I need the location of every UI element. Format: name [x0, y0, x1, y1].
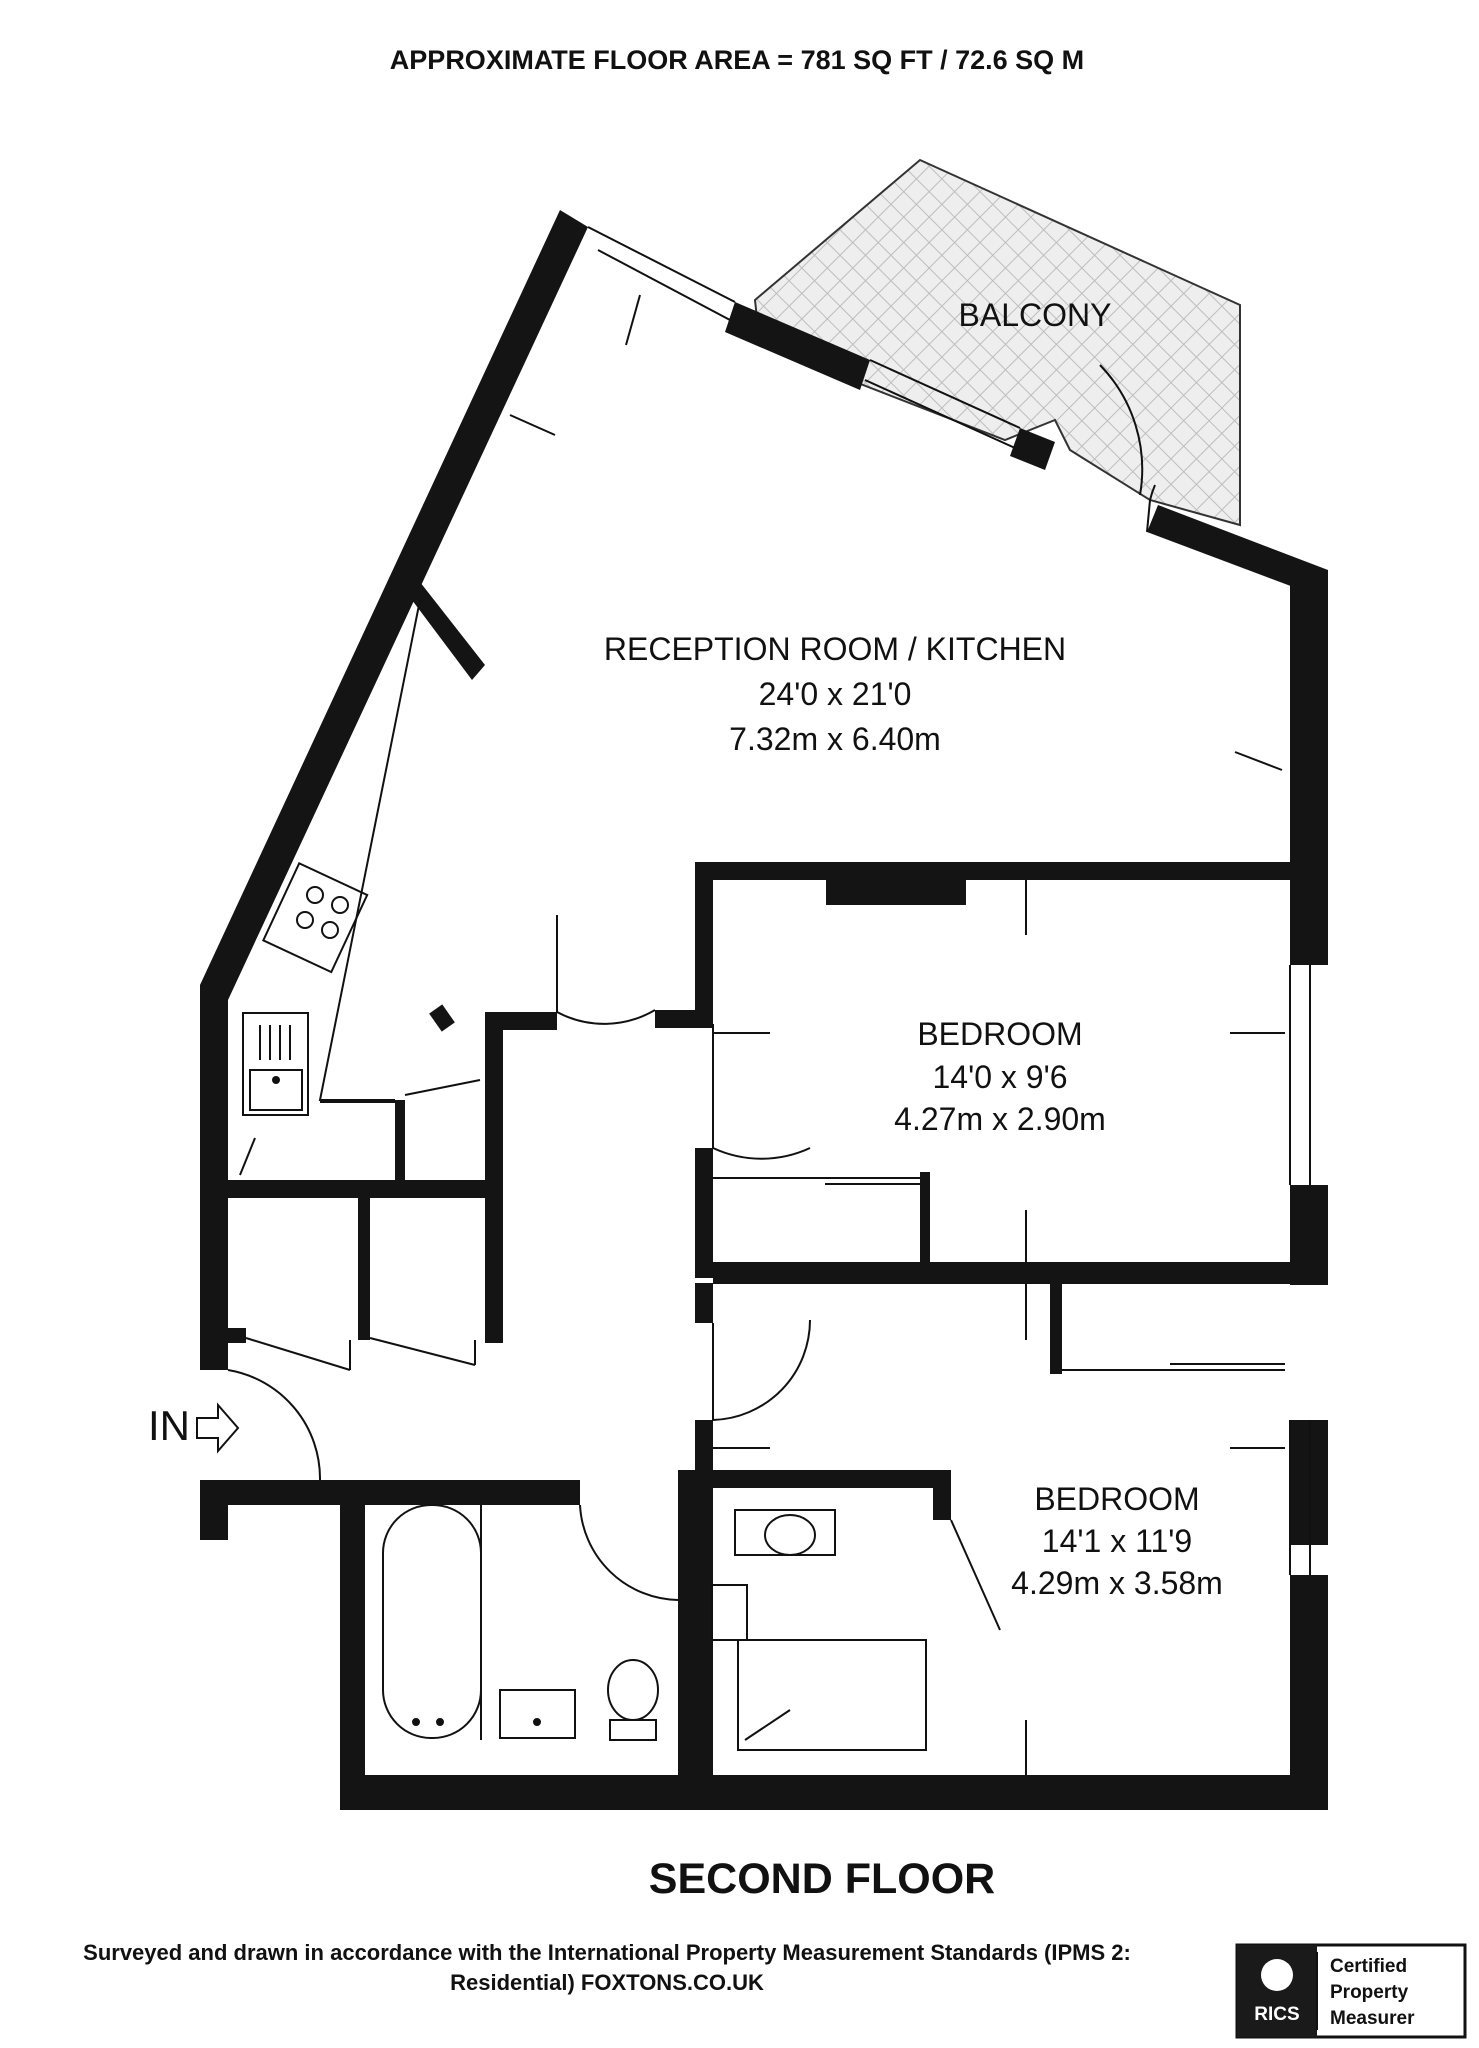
kitchen-sink [242, 1012, 309, 1116]
bedroom-1-metric: 4.27m x 2.90m [894, 1101, 1106, 1137]
kitchen-units [242, 599, 421, 1116]
rics-logo-text: RICS [1254, 2004, 1299, 2025]
reception-metric: 7.32m x 6.40m [729, 721, 941, 757]
reception-name: RECEPTION ROOM / KITCHEN [604, 631, 1066, 667]
windows [587, 226, 1311, 1575]
hob [261, 861, 369, 974]
entrance-marker: IN [148, 1402, 240, 1454]
doors [227, 364, 1156, 1631]
badge-line-1: Certified [1330, 1956, 1407, 1977]
bedroom-2-imperial: 14'1 x 11'9 [1042, 1523, 1192, 1559]
floor-label: SECOND FLOOR [649, 1855, 995, 1903]
bathroom-fixtures [382, 1504, 927, 1751]
rics-badge: RICS Certified Property Measurer [1235, 1943, 1467, 2039]
balcony-hatch [753, 158, 1241, 527]
bedroom-1-imperial: 14'0 x 9'6 [933, 1059, 1068, 1095]
bedroom-1-name: BEDROOM [917, 1016, 1082, 1052]
balcony-label: BALCONY [959, 297, 1112, 333]
badge-line-3: Measurer [1330, 2008, 1415, 2029]
dimension-arrows [239, 294, 1285, 1775]
reception-imperial: 24'0 x 21'0 [759, 676, 912, 712]
rics-crest-icon [1261, 1959, 1293, 1991]
footer-line-1: Surveyed and drawn in accordance with th… [83, 1940, 1131, 1965]
bedroom-2-name: BEDROOM [1034, 1481, 1199, 1517]
interior-walls [228, 582, 1328, 1780]
entrance-label: IN [148, 1402, 190, 1449]
storage [245, 1079, 1285, 1374]
reception-room-label: RECEPTION ROOM / KITCHEN 24'0 x 21'0 7.3… [604, 631, 1066, 757]
floor-area-title: APPROXIMATE FLOOR AREA = 781 SQ FT / 72.… [390, 45, 1084, 75]
bedroom-2-label: BEDROOM 14'1 x 11'9 4.29m x 3.58m [1011, 1481, 1223, 1601]
balcony: BALCONY [753, 158, 1241, 527]
bedroom-1-label: BEDROOM 14'0 x 9'6 4.27m x 2.90m [894, 1016, 1106, 1137]
badge-line-2: Property [1330, 1982, 1409, 2003]
bedroom-2-metric: 4.29m x 3.58m [1011, 1565, 1223, 1601]
footer-line-2: Residential) FOXTONS.CO.UK [450, 1970, 764, 1995]
